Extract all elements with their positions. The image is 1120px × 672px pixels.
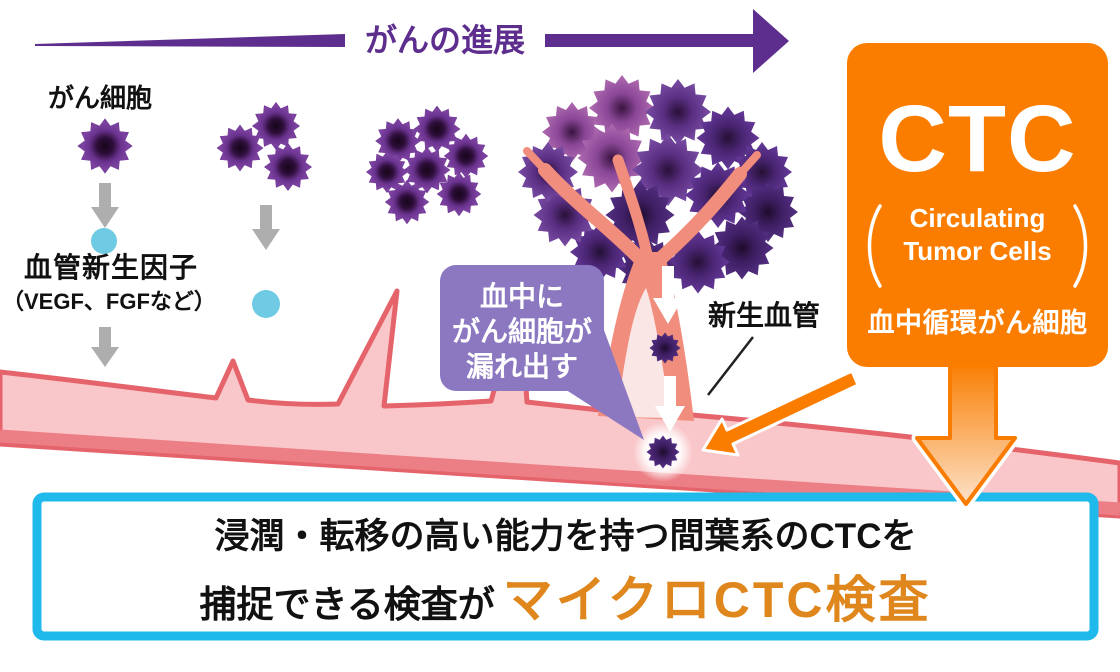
stage3-cancer-cells (366, 105, 489, 225)
bubble-line-3: 漏れ出す (465, 351, 578, 382)
ctc-box (847, 43, 1108, 367)
banner-line-2-black: 捕捉できる検査が (199, 584, 495, 625)
factor-dot-1 (91, 228, 117, 254)
gray-arrow-2 (91, 327, 119, 367)
angiogenesis-factor-sublabel: （VEGF、FGFなど） (2, 289, 216, 314)
ctc-subtitle-line2: Tumor Cells (903, 236, 1052, 266)
flow-arrow-down-1 (653, 266, 683, 324)
neovessel-pointer-line (707, 336, 754, 396)
flow-arrow-down-2 (655, 376, 685, 432)
ctc-pointer-arrow (701, 369, 860, 457)
speech-bubble (440, 265, 644, 440)
ctc-subtitle-line1: Circulating (909, 203, 1046, 233)
paren-right (1073, 204, 1088, 288)
ctc-title: CTC (878, 86, 1077, 192)
cancer-cell-label: がん細胞 (48, 83, 153, 113)
banner-line-2: 捕捉できる検査が マイクロCTC検査 (37, 560, 1094, 632)
gray-arrow-3 (252, 205, 280, 250)
factor-dot-2 (252, 290, 280, 318)
ctc-subtitle: Circulating Tumor Cells (847, 202, 1108, 268)
stage1-cancer-cell (77, 118, 133, 174)
paren-left (867, 204, 882, 288)
ctc-down-arrow (911, 356, 1021, 510)
progression-arrow-label: がんの進展 (364, 22, 525, 58)
speech-bubble-text: 血中に がん細胞が 漏れ出す (440, 279, 604, 384)
gray-arrow-1 (91, 183, 119, 228)
banner-line-1: 浸潤・転移の高い能力を持つ間葉系のCTCを (214, 517, 917, 556)
neovessel-tree (523, 147, 761, 482)
stage2-cancer-cells (216, 102, 312, 191)
banner-line-2-orange: マイクロCTC検査 (502, 572, 932, 628)
neovessel-label: 新生血管 (708, 300, 821, 331)
result-banner-box (32, 492, 1099, 641)
bubble-line-2: がん細胞が (451, 316, 592, 347)
ctc-subtitle-jp: 血中循環がん細胞 (867, 308, 1088, 338)
progression-arrow (35, 9, 789, 73)
angiogenesis-factor-label: 血管新生因子 (24, 252, 199, 283)
bubble-line-1: 血中に (479, 281, 564, 312)
neovessel-lumen (617, 288, 670, 418)
